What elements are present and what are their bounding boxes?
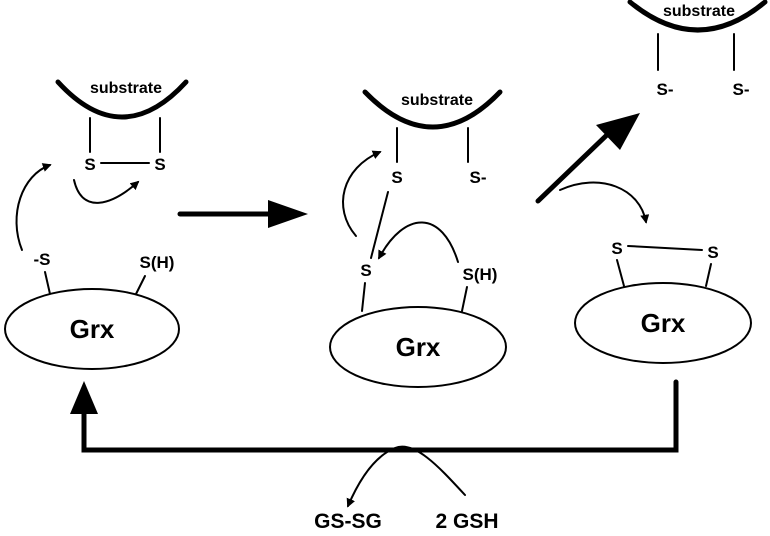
disulfide-bond [627,245,703,251]
grx-thiol-bond [616,259,625,287]
grx-enzyme [574,282,752,364]
regeneration-loop [81,379,679,453]
grx-label: Grx [70,314,115,344]
mixed-disulfide-bond [370,191,389,259]
grx-label: Grx [396,332,441,362]
glutathione-arrow [346,445,466,508]
stage-2: substrate S S- S S(H) Grx [329,89,507,388]
oxidized-grx-arrow [559,181,650,224]
sulfur-label: S [611,239,622,258]
substrate-label: substrate [663,3,735,20]
thiol-label: S(H) [463,265,498,284]
release-arrow [535,129,613,204]
reduced-substrate: substrate S- S- [627,0,768,99]
thiolate-label: -S [34,250,51,269]
gssg-label: GS-SG [314,510,382,533]
forward-arrowhead [268,200,308,228]
substrate-arc [627,0,768,33]
gsh-label: 2 GSH [435,510,498,533]
release-arrowhead [596,113,640,150]
stage-1: substrate S S -S S(H) Grx [4,79,189,370]
substrate-label: substrate [401,92,473,109]
regeneration-arrowhead [70,381,98,414]
grx-enzyme [329,306,507,388]
grx-thiol-bond [461,286,468,312]
thiolate-label: S- [733,80,750,99]
thiolate-label: S- [470,168,487,187]
grx-thiol-bond [134,275,146,297]
substrate-label: substrate [90,80,162,97]
sulfur-label: S [154,155,165,174]
thiolate-label: S- [657,80,674,99]
grx-thiol-bond [44,271,51,295]
attack-arrow [15,163,52,251]
grx-enzyme [4,288,180,370]
sulfur-label: S [360,261,371,280]
grx-thiol-bond [361,282,366,312]
substrate-arc [55,79,189,120]
sulfur-label: S [84,155,95,174]
attack-arrow [342,150,382,237]
thiol-label: S(H) [140,253,175,272]
grx-label: Grx [641,308,686,338]
sulfur-label: S [707,243,718,262]
stage-3: S S Grx [574,239,752,364]
electron-arrow [73,179,140,204]
grx-thiol-bond [705,263,712,287]
sulfur-label: S [391,168,402,187]
resolving-arrow [378,221,459,263]
substrate-arc [362,89,503,130]
